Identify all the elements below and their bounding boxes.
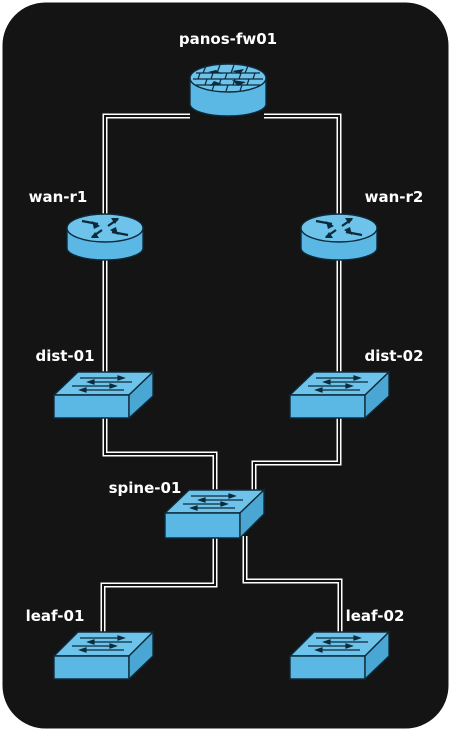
- router-icon: [300, 213, 378, 261]
- link-fw-wan-r2: [264, 113, 342, 230]
- node-label: dist-02: [364, 347, 423, 365]
- switch-icon: [163, 488, 266, 540]
- link-fw-wan-r1: [102, 113, 190, 230]
- firewall-icon: [189, 63, 267, 117]
- switch-node-dist-02[interactable]: dist-02: [288, 347, 424, 420]
- switch-node-leaf-02[interactable]: leaf-02: [288, 607, 405, 681]
- switch-node-dist-01[interactable]: dist-01: [35, 347, 155, 420]
- link-dist-02-spine-01: [251, 418, 342, 500]
- link-spine-01-leaf-01: [100, 536, 218, 655]
- node-label: dist-01: [35, 347, 94, 365]
- node-label: wan-r1: [29, 188, 88, 206]
- links-layer: [100, 113, 343, 655]
- link-spine-01-leaf-02: [242, 536, 343, 655]
- router-icon: [66, 213, 144, 261]
- switch-icon: [52, 630, 155, 681]
- router-node-wan-r2[interactable]: wan-r2: [300, 188, 424, 261]
- firewall-node[interactable]: panos-fw01: [179, 30, 277, 117]
- switch-icon: [52, 370, 155, 420]
- node-label: leaf-02: [346, 607, 405, 625]
- switch-icon: [288, 630, 391, 681]
- node-label: spine-01: [109, 479, 182, 497]
- node-label: wan-r2: [365, 188, 424, 206]
- switch-node-spine-01[interactable]: spine-01: [109, 479, 266, 540]
- node-label: leaf-01: [26, 607, 85, 625]
- node-label: panos-fw01: [179, 30, 277, 48]
- link-dist-01-spine-01: [102, 418, 218, 500]
- switch-icon: [288, 370, 391, 420]
- switch-node-leaf-01[interactable]: leaf-01: [26, 607, 155, 681]
- router-node-wan-r1[interactable]: wan-r1: [29, 188, 144, 261]
